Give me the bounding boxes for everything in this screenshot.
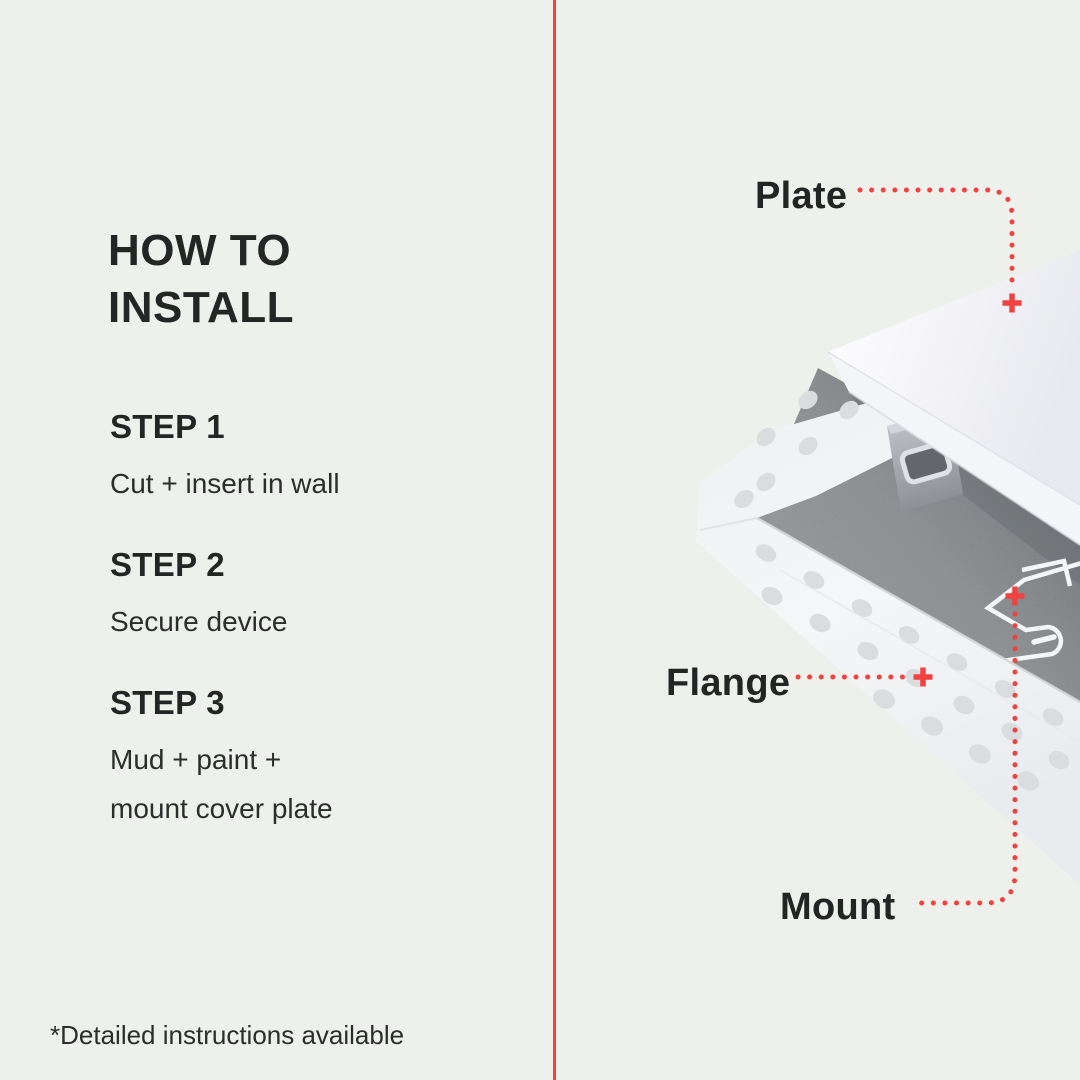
page-title: HOW TO INSTALL xyxy=(108,222,294,336)
cover-plate xyxy=(827,250,1080,546)
step-1: STEP 1 Cut + insert in wall xyxy=(110,408,340,508)
step-3: STEP 3 Mud + paint + mount cover plate xyxy=(110,684,333,833)
step-3-body: Mud + paint + mount cover plate xyxy=(110,744,333,824)
flange-holes xyxy=(734,390,1070,791)
step-2-body: Secure device xyxy=(110,606,288,637)
flange-frame xyxy=(696,390,1080,885)
step-1-heading: STEP 1 xyxy=(110,408,225,445)
step-1-body: Cut + insert in wall xyxy=(110,468,340,499)
footnote: *Detailed instructions available xyxy=(50,1020,405,1050)
plate-leader xyxy=(857,187,1022,313)
flange-leader xyxy=(795,667,933,687)
leader-lines xyxy=(795,187,1025,906)
divider-line xyxy=(553,0,556,1080)
step-2: STEP 2 Secure device xyxy=(110,546,287,646)
step-2-heading: STEP 2 xyxy=(110,546,225,583)
label-mount: Mount xyxy=(780,886,896,928)
embossed-logo xyxy=(964,557,1080,700)
step-3-heading: STEP 3 xyxy=(110,684,225,721)
title-line-2: INSTALL xyxy=(108,283,294,332)
mount-leader xyxy=(911,586,1025,906)
label-plate: Plate xyxy=(755,175,848,217)
label-flange: Flange xyxy=(666,662,791,704)
title-line-1: HOW TO xyxy=(108,226,292,275)
